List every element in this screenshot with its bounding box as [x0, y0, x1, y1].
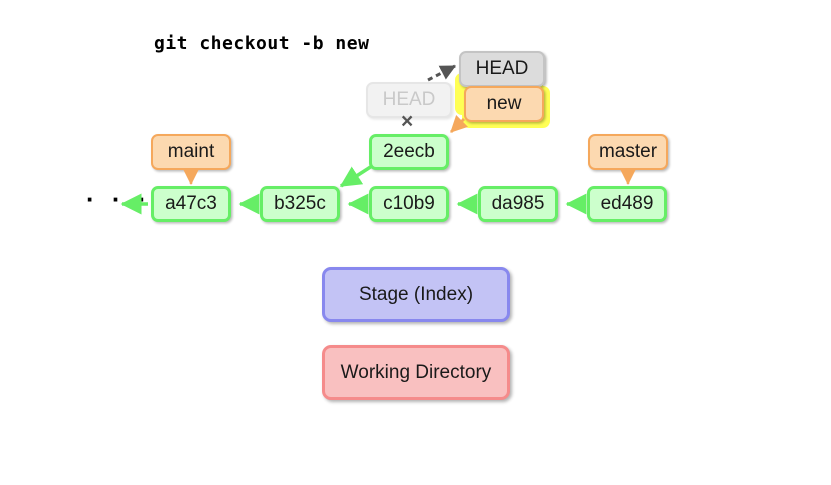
head-text: HEAD	[475, 58, 529, 79]
head-label[interactable]: HEAD	[459, 51, 545, 87]
commit-label: da985	[491, 193, 545, 214]
history-ellipsis: · · ·	[86, 184, 152, 214]
stage-index-label: Stage (Index)	[358, 283, 474, 305]
branch-label-master[interactable]: master	[588, 134, 668, 170]
commit-label: a47c3	[165, 193, 217, 214]
working-directory-label: Working Directory	[340, 361, 492, 383]
head-ghost-text: HEAD	[382, 89, 436, 110]
branch-label-maint[interactable]: maint	[151, 134, 231, 170]
branch-commit-arrow	[339, 164, 373, 188]
commit-label: b325c	[274, 193, 326, 214]
commit-node-b325c[interactable]: b325c	[260, 186, 340, 222]
branch-label-text: new	[486, 93, 522, 114]
branch-label-arrows	[183, 170, 636, 186]
commit-node-2eecb[interactable]: 2eecb	[369, 134, 449, 170]
branch-label-text: master	[598, 141, 658, 162]
commit-node-c10b9[interactable]: c10b9	[369, 186, 449, 222]
commit-label: ed489	[600, 193, 654, 214]
branch-label-text: maint	[167, 141, 215, 162]
commit-node-da985[interactable]: da985	[478, 186, 558, 222]
command-title: git checkout -b new	[154, 33, 370, 54]
commit-label: 2eecb	[383, 141, 435, 162]
branch-label-new[interactable]: new	[464, 86, 544, 122]
head-detach-x-icon: ×	[401, 110, 414, 133]
commit-node-a47c3[interactable]: a47c3	[151, 186, 231, 222]
stage-index-box[interactable]: Stage (Index)	[322, 267, 510, 322]
working-directory-box[interactable]: Working Directory	[322, 345, 510, 400]
head-move-dashed-arrow	[427, 64, 457, 82]
commit-node-ed489[interactable]: ed489	[587, 186, 667, 222]
commit-label: c10b9	[383, 193, 435, 214]
head-ghost-label: HEAD	[366, 82, 452, 118]
